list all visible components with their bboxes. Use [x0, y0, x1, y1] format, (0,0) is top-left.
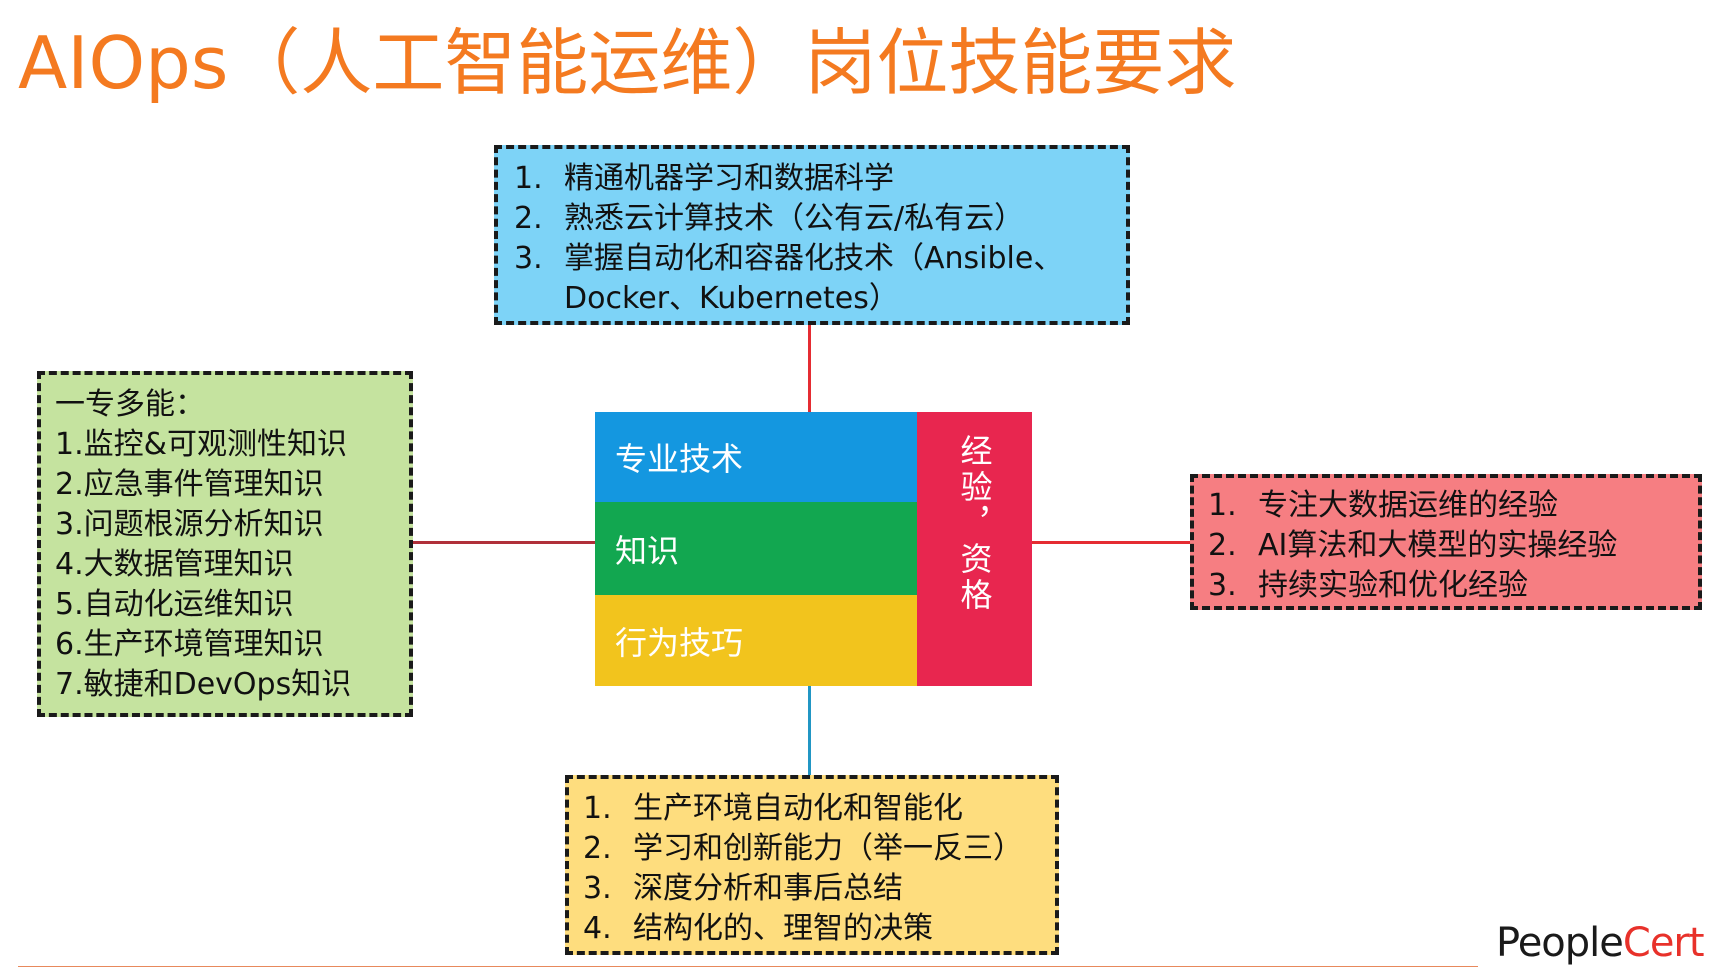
- item-text: 深度分析和事后总结: [633, 871, 903, 906]
- bottom-box-behavior: 1. 生产环境自动化和智能化 2. 学习和创新能力（举一反三） 3. 深度分析和事后总…: [565, 775, 1059, 955]
- list-item: 2. 学习和创新能力（举一反三）: [583, 829, 1047, 869]
- list-item: 4. 结构化的、理智的决策: [583, 909, 1047, 949]
- connector-right: [1032, 541, 1190, 544]
- item-number: 3.: [1208, 568, 1237, 603]
- connector-top: [808, 325, 811, 412]
- item-number: 3.: [514, 241, 543, 276]
- item-text: 掌握自动化和容器化技术（Ansible、Docker、Kubernetes）: [564, 241, 1064, 316]
- left-box-knowledge: 一专多能： 1.监控&可观测性知识 2.应急事件管理知识 3.问题根源分析知识 …: [37, 371, 413, 717]
- list-item: 2. AI算法和大模型的实操经验: [1208, 526, 1690, 566]
- list-item: 3. 持续实验和优化经验: [1208, 566, 1690, 606]
- item-text: 持续实验和优化经验: [1258, 568, 1528, 603]
- peoplecert-logo: PeopleCert: [1496, 918, 1705, 968]
- item-text: AI算法和大模型的实操经验: [1258, 528, 1618, 563]
- item-number: 1.: [583, 791, 612, 826]
- logo-part-cert: Cert: [1622, 920, 1705, 966]
- right-box-experience: 1. 专注大数据运维的经验 2. AI算法和大模型的实操经验 3. 持续实验和优化经验: [1190, 474, 1702, 610]
- band-experience: 经验，资格: [917, 412, 1032, 686]
- item-text: 学习和创新能力（举一反三）: [633, 831, 1023, 866]
- page-title: AIOps（人工智能运维）岗位技能要求: [18, 21, 1237, 105]
- connector-bottom: [808, 686, 811, 775]
- list-item: 1.监控&可观测性知识: [55, 427, 348, 462]
- item-number: 2.: [514, 201, 543, 236]
- item-number: 4.: [583, 911, 612, 946]
- core-block: 专业技术 知识 行为技巧 经验，资格: [595, 412, 1032, 686]
- band-behavior: 行为技巧: [595, 595, 917, 686]
- item-text: 熟悉云计算技术（公有云/私有云）: [564, 201, 1025, 236]
- item-number: 1.: [1208, 488, 1237, 523]
- list-item: 3. 深度分析和事后总结: [583, 869, 1047, 909]
- item-number: 2.: [583, 831, 612, 866]
- item-number: 3.: [583, 871, 612, 906]
- band-professional-skills: 专业技术: [595, 412, 917, 502]
- item-number: 2.: [1208, 528, 1237, 563]
- list-item: 1. 生产环境自动化和智能化: [583, 789, 1047, 829]
- left-box-heading: 一专多能：: [55, 387, 205, 422]
- band-knowledge: 知识: [595, 502, 917, 595]
- item-number: 1.: [514, 161, 543, 196]
- list-item: 7.敏捷和DevOps知识: [55, 667, 352, 702]
- list-item: 2. 熟悉云计算技术（公有云/私有云）: [514, 199, 1112, 239]
- list-item: 4.大数据管理知识: [55, 547, 294, 582]
- list-item: 6.生产环境管理知识: [55, 627, 324, 662]
- footer-divider: [18, 966, 1478, 967]
- item-text: 精通机器学习和数据科学: [564, 161, 894, 196]
- list-item: 1. 专注大数据运维的经验: [1208, 486, 1690, 526]
- top-box-professional-skills: 1. 精通机器学习和数据科学 2. 熟悉云计算技术（公有云/私有云） 3. 掌握自动化…: [494, 145, 1130, 325]
- list-item: 3. 掌握自动化和容器化技术（Ansible、Docker、Kubernetes）: [514, 239, 1112, 319]
- item-text: 专注大数据运维的经验: [1258, 488, 1558, 523]
- connector-left: [413, 541, 596, 544]
- item-text: 生产环境自动化和智能化: [633, 791, 963, 826]
- list-item: 3.问题根源分析知识: [55, 507, 324, 542]
- list-item: 1. 精通机器学习和数据科学: [514, 159, 1112, 199]
- list-item: 5.自动化运维知识: [55, 587, 294, 622]
- list-item: 2.应急事件管理知识: [55, 467, 324, 502]
- logo-part-people: People: [1496, 920, 1624, 966]
- item-text: 结构化的、理智的决策: [633, 911, 933, 946]
